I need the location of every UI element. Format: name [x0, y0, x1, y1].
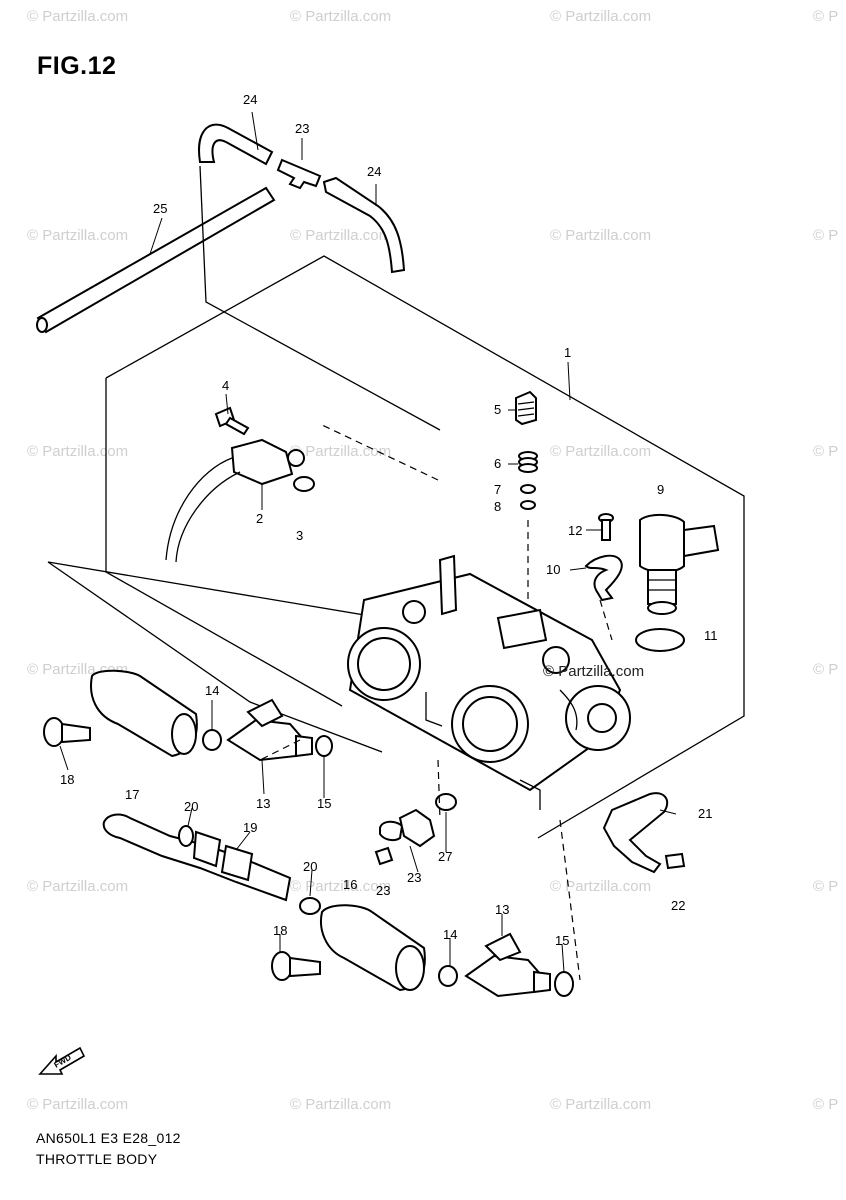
screw-5[interactable]	[515, 390, 537, 426]
callout-2: 2	[256, 511, 263, 526]
cap-23[interactable]	[374, 808, 436, 866]
injector-13-upper[interactable]	[226, 698, 313, 762]
watermark: © P	[813, 227, 839, 244]
o-ring-14-lower[interactable]	[438, 965, 458, 987]
pin-18-lower[interactable]	[271, 951, 321, 981]
t-joint-23[interactable]	[276, 158, 322, 190]
callout-5: 5	[494, 402, 501, 417]
injector-connector-16-upper[interactable]	[90, 669, 198, 758]
clamp-20-upper[interactable]	[178, 825, 194, 847]
fuel-hose-19[interactable]	[102, 813, 292, 902]
bracket-10[interactable]	[584, 554, 623, 602]
callout-11: 11	[704, 628, 718, 643]
callout-13-lower: 13	[495, 902, 509, 917]
figure-title: FIG.12	[37, 52, 117, 80]
watermark: © Partzilla.com	[550, 227, 652, 244]
callout-9: 9	[657, 482, 664, 497]
screw-12[interactable]	[598, 513, 614, 541]
o-ring-11[interactable]	[635, 628, 685, 652]
washer-7[interactable]	[520, 484, 536, 494]
callout-4: 4	[222, 378, 229, 393]
injector-connector-16-lower[interactable]	[320, 904, 426, 992]
watermark: © Partzilla.com	[290, 443, 392, 460]
bracket-21[interactable]	[602, 792, 669, 874]
fwd-arrow-icon: FWD	[38, 1046, 86, 1075]
watermark: © Partzilla.com	[290, 878, 392, 895]
watermark: © Partzilla.com	[290, 1096, 392, 1113]
watermark: © Partzilla.com	[27, 227, 129, 244]
o-ring-8[interactable]	[520, 500, 536, 510]
callout-23-middle: 23	[407, 870, 421, 885]
bolt-4[interactable]	[214, 406, 250, 436]
o-ring-14-upper[interactable]	[202, 729, 222, 751]
callout-15-upper: 15	[317, 796, 331, 811]
watermark: © Partzilla.com	[27, 443, 129, 460]
watermark: © P	[813, 1096, 839, 1113]
callout-18-lower: 18	[273, 923, 287, 938]
callout-23-lower: 23	[376, 883, 390, 898]
callout-14-upper: 14	[205, 683, 219, 698]
callout-15-lower: 15	[555, 933, 569, 948]
callout-21: 21	[698, 806, 712, 821]
assembly-outline	[47, 165, 745, 839]
spring-6[interactable]	[518, 451, 538, 473]
watermark: © Partzilla.com	[550, 8, 652, 25]
leader-lines	[59, 111, 677, 973]
o-ring-15-upper[interactable]	[315, 735, 333, 757]
callout-16: 16	[343, 877, 357, 892]
callout-12: 12	[568, 523, 582, 538]
watermark: © Partzilla.com	[290, 227, 392, 244]
watermark: © Partzilla.com	[27, 1096, 129, 1113]
callout-17: 17	[125, 787, 139, 802]
watermark: © Partzilla.com	[27, 8, 129, 25]
watermark: © P	[813, 661, 839, 678]
callout-24-lower: 24	[367, 164, 381, 179]
screw-22[interactable]	[664, 852, 686, 870]
injector-13-lower[interactable]	[464, 932, 551, 998]
figure-caption: THROTTLE BODY	[36, 1151, 158, 1167]
watermark-center: © Partzilla.com	[543, 663, 644, 680]
reference-lines	[259, 423, 613, 981]
pin-18-upper[interactable]	[43, 717, 91, 747]
hose-24-upper[interactable]	[198, 123, 274, 166]
callout-8: 8	[494, 499, 501, 514]
sensor-9[interactable]	[639, 514, 720, 615]
callout-13-upper: 13	[256, 796, 270, 811]
callout-1: 1	[564, 345, 571, 360]
callout-22: 22	[671, 898, 685, 913]
callout-24-upper: 24	[243, 92, 257, 107]
callout-3: 3	[296, 528, 303, 543]
callout-14-lower: 14	[443, 927, 457, 942]
o-ring-27[interactable]	[435, 793, 457, 811]
clamp-20-lower[interactable]	[299, 897, 321, 915]
watermark: © Partzilla.com	[27, 878, 129, 895]
watermark: © P	[813, 443, 839, 460]
hose-24-lower[interactable]	[322, 176, 406, 274]
o-ring-3[interactable]	[293, 476, 315, 492]
watermark: © P	[813, 878, 839, 895]
callout-27: 27	[438, 849, 452, 864]
watermark: © Partzilla.com	[550, 878, 652, 895]
model-code: AN650L1 E3 E28_012	[36, 1130, 181, 1146]
throttle-body[interactable]	[347, 554, 631, 810]
callout-20-upper: 20	[184, 799, 198, 814]
callout-23-upper: 23	[295, 121, 309, 136]
callout-6: 6	[494, 456, 501, 471]
watermark: © Partzilla.com	[550, 443, 652, 460]
hose-25[interactable]	[36, 186, 276, 334]
watermark: © Partzilla.com	[290, 8, 392, 25]
callout-7: 7	[494, 482, 501, 497]
watermark: © P	[813, 8, 839, 25]
callout-19: 19	[243, 820, 257, 835]
sensor-2[interactable]	[165, 438, 305, 563]
callout-25: 25	[153, 201, 167, 216]
callout-20-lower: 20	[303, 859, 317, 874]
callout-10: 10	[546, 562, 560, 577]
watermark: © Partzilla.com	[550, 1096, 652, 1113]
o-ring-15-lower[interactable]	[554, 971, 574, 997]
callout-18-upper: 18	[60, 772, 74, 787]
